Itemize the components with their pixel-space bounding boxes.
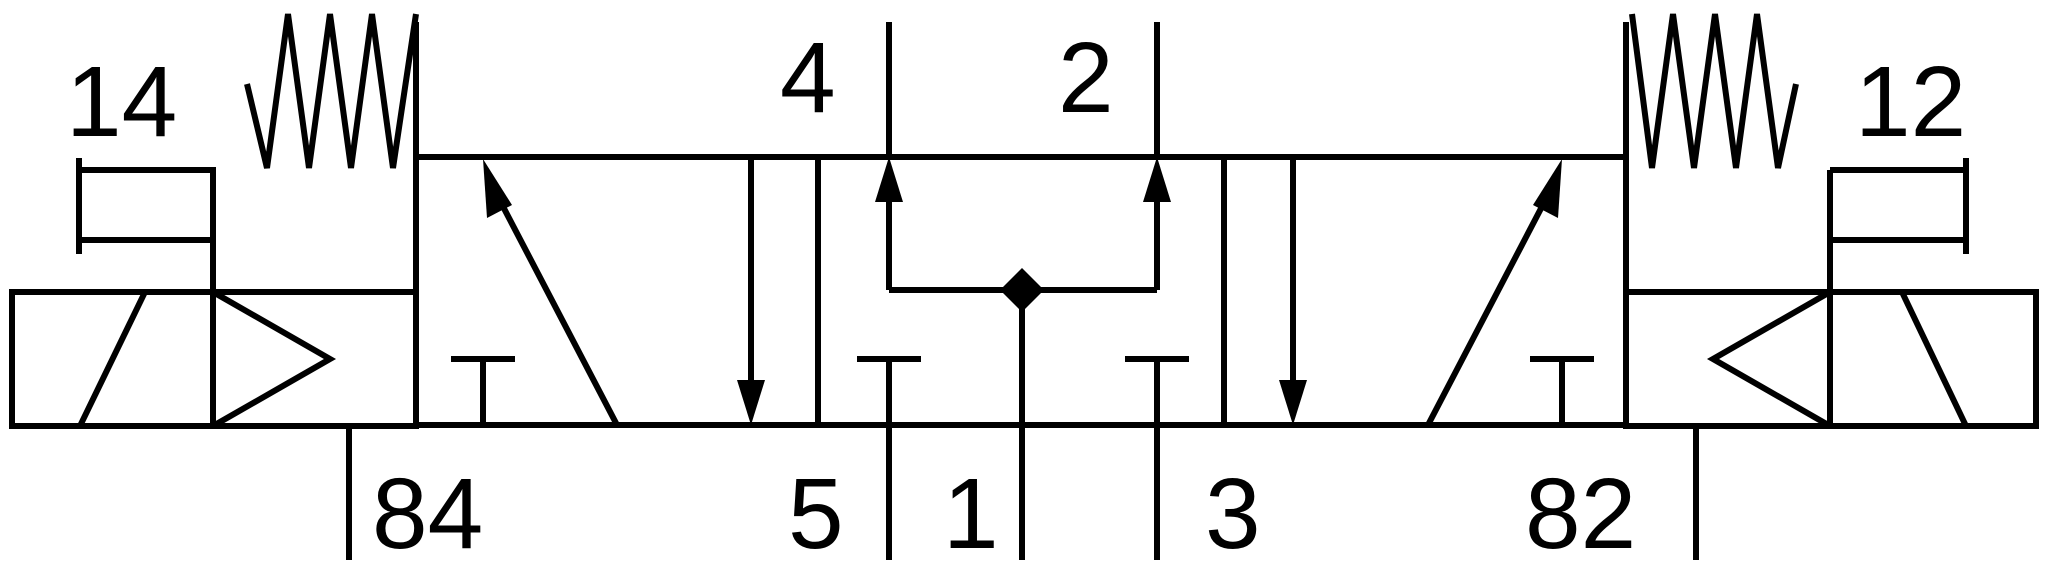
port-label-5: 5 <box>788 458 844 570</box>
left-diagonal-flow-arrowhead <box>483 159 512 218</box>
right-spring <box>1629 13 1799 169</box>
port-label-1: 1 <box>943 458 999 570</box>
valve-body <box>413 22 1629 428</box>
port-label-14: 14 <box>66 46 177 158</box>
left-solenoid-coil-stroke <box>77 290 148 428</box>
right-pilot-triangle <box>1706 289 1832 429</box>
right-pilot-block <box>1623 289 1833 429</box>
center-blocked-port-left <box>857 356 921 425</box>
port-label-82: 82 <box>1525 458 1636 570</box>
port-lines <box>346 22 1699 560</box>
right-solenoid-coil-stroke <box>1899 290 1969 428</box>
left-blocked-port <box>451 356 515 425</box>
right-blocked-port <box>1530 356 1594 425</box>
port-label-3: 3 <box>1205 458 1261 570</box>
left-down-flow-arrowhead <box>737 380 765 425</box>
port-label-12: 12 <box>1855 46 1966 158</box>
right-manual-override <box>1830 158 1969 254</box>
center-output-a-arrowhead <box>875 157 903 202</box>
right-diagonal-flow-line <box>1425 193 1551 427</box>
left-pilot-triangle <box>211 289 337 429</box>
port-label-4: 4 <box>780 22 836 134</box>
center-blocked-port-right <box>1125 356 1189 425</box>
right-solenoid-body <box>1830 289 2039 429</box>
port-label-2: 2 <box>1058 22 1114 134</box>
left-diagonal-flow-line <box>494 193 620 427</box>
left-solenoid-body <box>9 289 213 429</box>
right-down-flow-arrowhead <box>1279 380 1307 425</box>
center-output-b-arrowhead <box>1143 157 1171 202</box>
left-spring <box>244 13 419 169</box>
right-actuator <box>1623 13 2039 429</box>
right-diagonal-flow-arrowhead <box>1533 159 1562 218</box>
port-label-84: 84 <box>372 458 483 570</box>
port-labels: 14 12 4 2 5 1 3 84 82 <box>66 22 1966 570</box>
left-manual-override <box>76 158 216 254</box>
